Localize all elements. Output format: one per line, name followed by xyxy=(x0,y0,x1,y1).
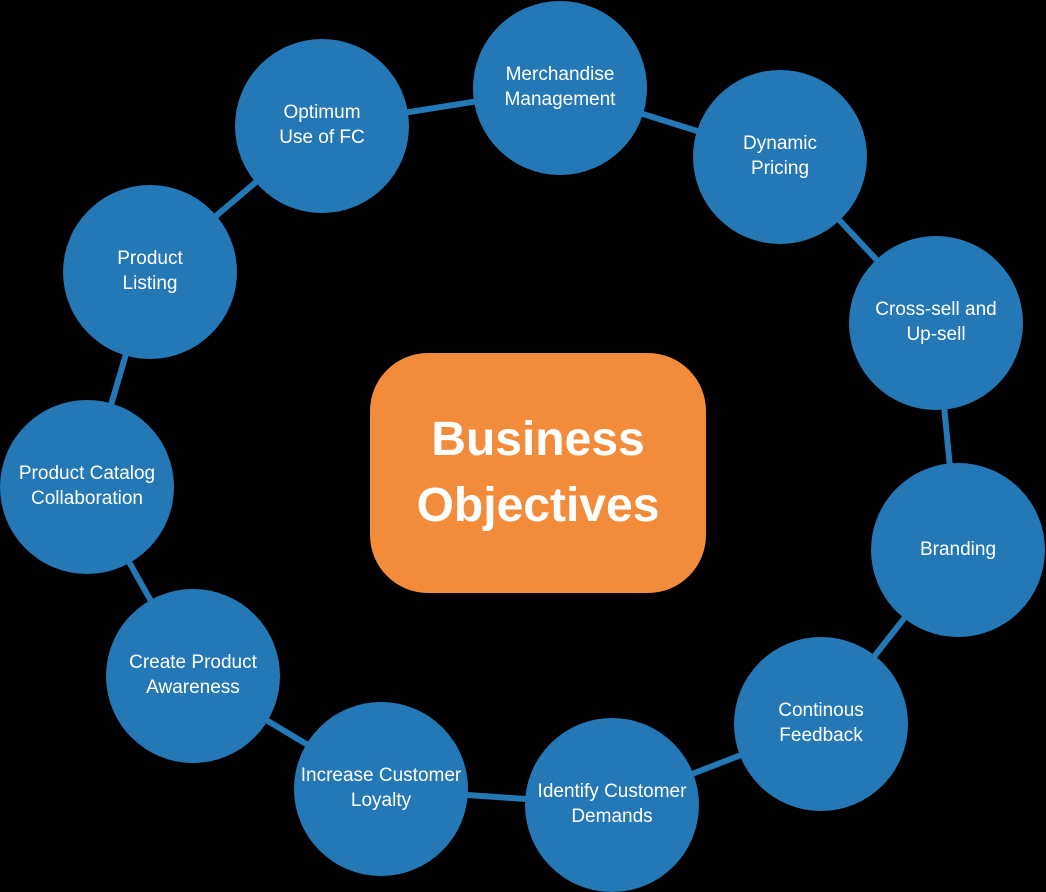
node-continous-feedback: Continous Feedback xyxy=(734,637,908,811)
node-label: Cross-sell and Up-sell xyxy=(875,299,997,345)
node-dynamic-pricing: Dynamic Pricing xyxy=(693,70,867,244)
node-label: Product Catalog Collaboration xyxy=(18,463,156,509)
node-label: Continous Feedback xyxy=(778,700,864,746)
node-label: Merchandise Management xyxy=(504,64,616,110)
node-product-listing: Product Listing xyxy=(63,185,237,359)
node-identify-customer-demands: Identify Customer Demands xyxy=(525,718,699,892)
node-label: Identify Customer Demands xyxy=(537,781,687,827)
node-label: Increase Customer Loyalty xyxy=(300,765,462,811)
node-label: Dynamic Pricing xyxy=(743,133,817,179)
node-product-catalog-collaboration: Product Catalog Collaboration xyxy=(0,400,174,574)
node-label: Branding xyxy=(919,538,997,560)
node-branding: Branding xyxy=(871,463,1045,637)
node-label: Product Listing xyxy=(117,248,183,294)
node-merchandise-management: Merchandise Management xyxy=(473,1,647,175)
node-label: Optimum Use of FC xyxy=(279,102,365,148)
center-title: Business Objectives xyxy=(416,412,660,532)
center-box: Business Objectives xyxy=(370,353,706,593)
node-increase-customer-loyalty: Increase Customer Loyalty xyxy=(294,702,468,876)
node-cross-sell-and-up-sell: Cross-sell and Up-sell xyxy=(849,236,1023,410)
node-optimum-use-of-fc: Optimum Use of FC xyxy=(235,39,409,213)
node-label: Create Product Awareness xyxy=(129,652,257,698)
node-create-product-awareness: Create Product Awareness xyxy=(106,589,280,763)
